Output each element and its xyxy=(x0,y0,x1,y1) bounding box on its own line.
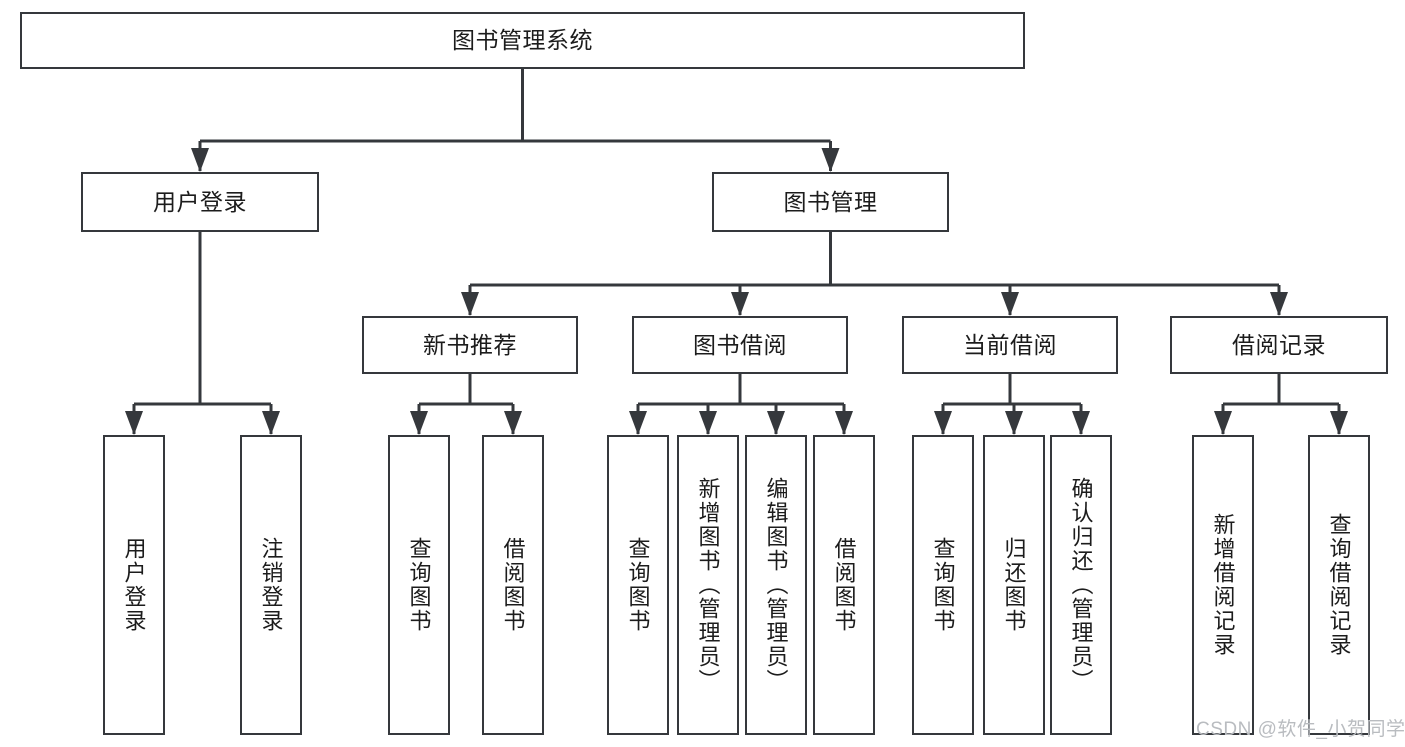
connector-arrowhead xyxy=(699,411,717,435)
node-leaf-confirm-return[interactable]: 确认归还（管理员） xyxy=(1050,435,1112,735)
connector-arrowhead xyxy=(191,148,209,172)
node-label: 归还图书 xyxy=(1001,537,1027,633)
node-label: 借阅记录 xyxy=(1232,331,1326,358)
node-label: 借阅图书 xyxy=(831,537,857,633)
node-root[interactable]: 图书管理系统 xyxy=(20,12,1025,69)
node-user-login[interactable]: 用户登录 xyxy=(81,172,319,232)
node-label: 查询图书 xyxy=(930,537,956,633)
connector-arrowhead xyxy=(1005,411,1023,435)
node-leaf-user-logout[interactable]: 注销登录 xyxy=(240,435,302,735)
connector-arrowhead xyxy=(835,411,853,435)
node-leaf-edit-book[interactable]: 编辑图书（管理员） xyxy=(745,435,807,735)
node-label: 编辑图书（管理员） xyxy=(763,477,789,693)
node-label: 新增图书（管理员） xyxy=(695,477,721,693)
connector-arrowhead xyxy=(461,292,479,316)
connector-arrowhead xyxy=(262,411,280,435)
connector-arrowhead xyxy=(125,411,143,435)
node-leaf-user-login[interactable]: 用户登录 xyxy=(103,435,165,735)
connector-arrowhead xyxy=(731,292,749,316)
node-label: 借阅图书 xyxy=(500,537,526,633)
connector-arrowhead xyxy=(1270,292,1288,316)
node-leaf-borrow-book-1[interactable]: 借阅图书 xyxy=(482,435,544,735)
connector-arrowhead xyxy=(410,411,428,435)
node-new-book-rec[interactable]: 新书推荐 xyxy=(362,316,578,374)
node-book-manage[interactable]: 图书管理 xyxy=(712,172,949,232)
node-label: 当前借阅 xyxy=(963,331,1057,358)
node-label: 确认归还（管理员） xyxy=(1068,477,1094,693)
connector-arrowhead xyxy=(504,411,522,435)
node-leaf-query-record[interactable]: 查询借阅记录 xyxy=(1308,435,1370,735)
node-leaf-return-book[interactable]: 归还图书 xyxy=(983,435,1045,735)
node-label: 新书推荐 xyxy=(423,331,517,358)
connector-arrowhead xyxy=(629,411,647,435)
node-label: 图书借阅 xyxy=(693,331,787,358)
node-book-borrow[interactable]: 图书借阅 xyxy=(632,316,848,374)
node-leaf-borrow-book-2[interactable]: 借阅图书 xyxy=(813,435,875,735)
connector-arrowhead xyxy=(1072,411,1090,435)
node-borrow-record[interactable]: 借阅记录 xyxy=(1170,316,1388,374)
node-leaf-query-book-3[interactable]: 查询图书 xyxy=(912,435,974,735)
connector-arrowhead xyxy=(934,411,952,435)
node-label: 注销登录 xyxy=(258,537,284,633)
node-leaf-add-record[interactable]: 新增借阅记录 xyxy=(1192,435,1254,735)
node-label: 查询图书 xyxy=(625,537,651,633)
connector-arrowhead xyxy=(821,148,840,172)
node-label: 查询借阅记录 xyxy=(1326,513,1352,657)
node-leaf-add-book[interactable]: 新增图书（管理员） xyxy=(677,435,739,735)
node-leaf-query-book-1[interactable]: 查询图书 xyxy=(388,435,450,735)
node-current-borrow[interactable]: 当前借阅 xyxy=(902,316,1118,374)
connector-arrowhead xyxy=(1214,411,1232,435)
connector-arrowhead xyxy=(1330,411,1348,435)
node-label: 图书管理系统 xyxy=(452,27,593,54)
node-label: 用户登录 xyxy=(153,188,247,215)
node-label: 查询图书 xyxy=(406,537,432,633)
node-leaf-query-book-2[interactable]: 查询图书 xyxy=(607,435,669,735)
watermark: CSDN @软件_小贺同学 xyxy=(1196,719,1405,740)
node-label: 图书管理 xyxy=(783,188,878,215)
connector-arrowhead xyxy=(767,411,785,435)
connector-arrowhead xyxy=(1001,292,1019,316)
node-label: 用户登录 xyxy=(121,537,147,633)
node-label: 新增借阅记录 xyxy=(1210,513,1236,657)
